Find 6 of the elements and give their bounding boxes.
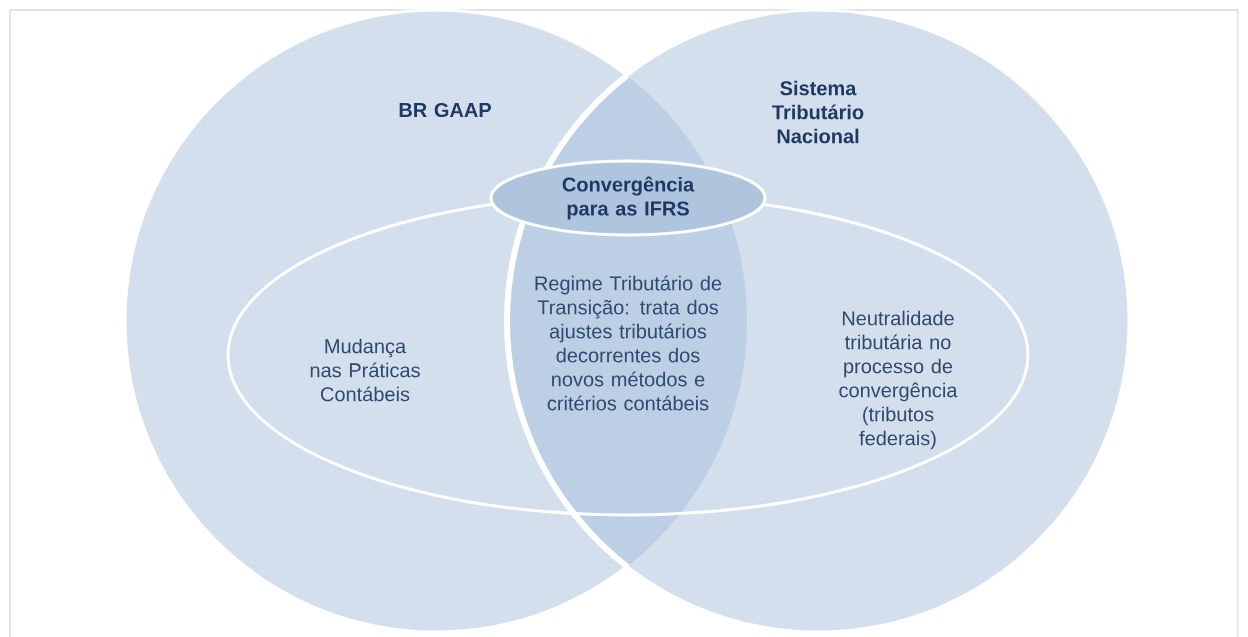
- region-text: Regime Tributário de Transição: trata dos ajustes tributários decorrentes dos novos métodos e critérios contábeis: [535, 275, 722, 411]
- ellipse-label: Convergência para as IFRS: [562, 176, 695, 220]
- region-text: Mudança nas Práticas Contábeis: [310, 338, 420, 402]
- circle-label: Sistema Tributário Nacional: [772, 80, 864, 144]
- circle-label: BR GAAP: [399, 102, 491, 118]
- region-text: Neutralidade tributária no processo de convergência (tributos federais): [839, 310, 958, 450]
